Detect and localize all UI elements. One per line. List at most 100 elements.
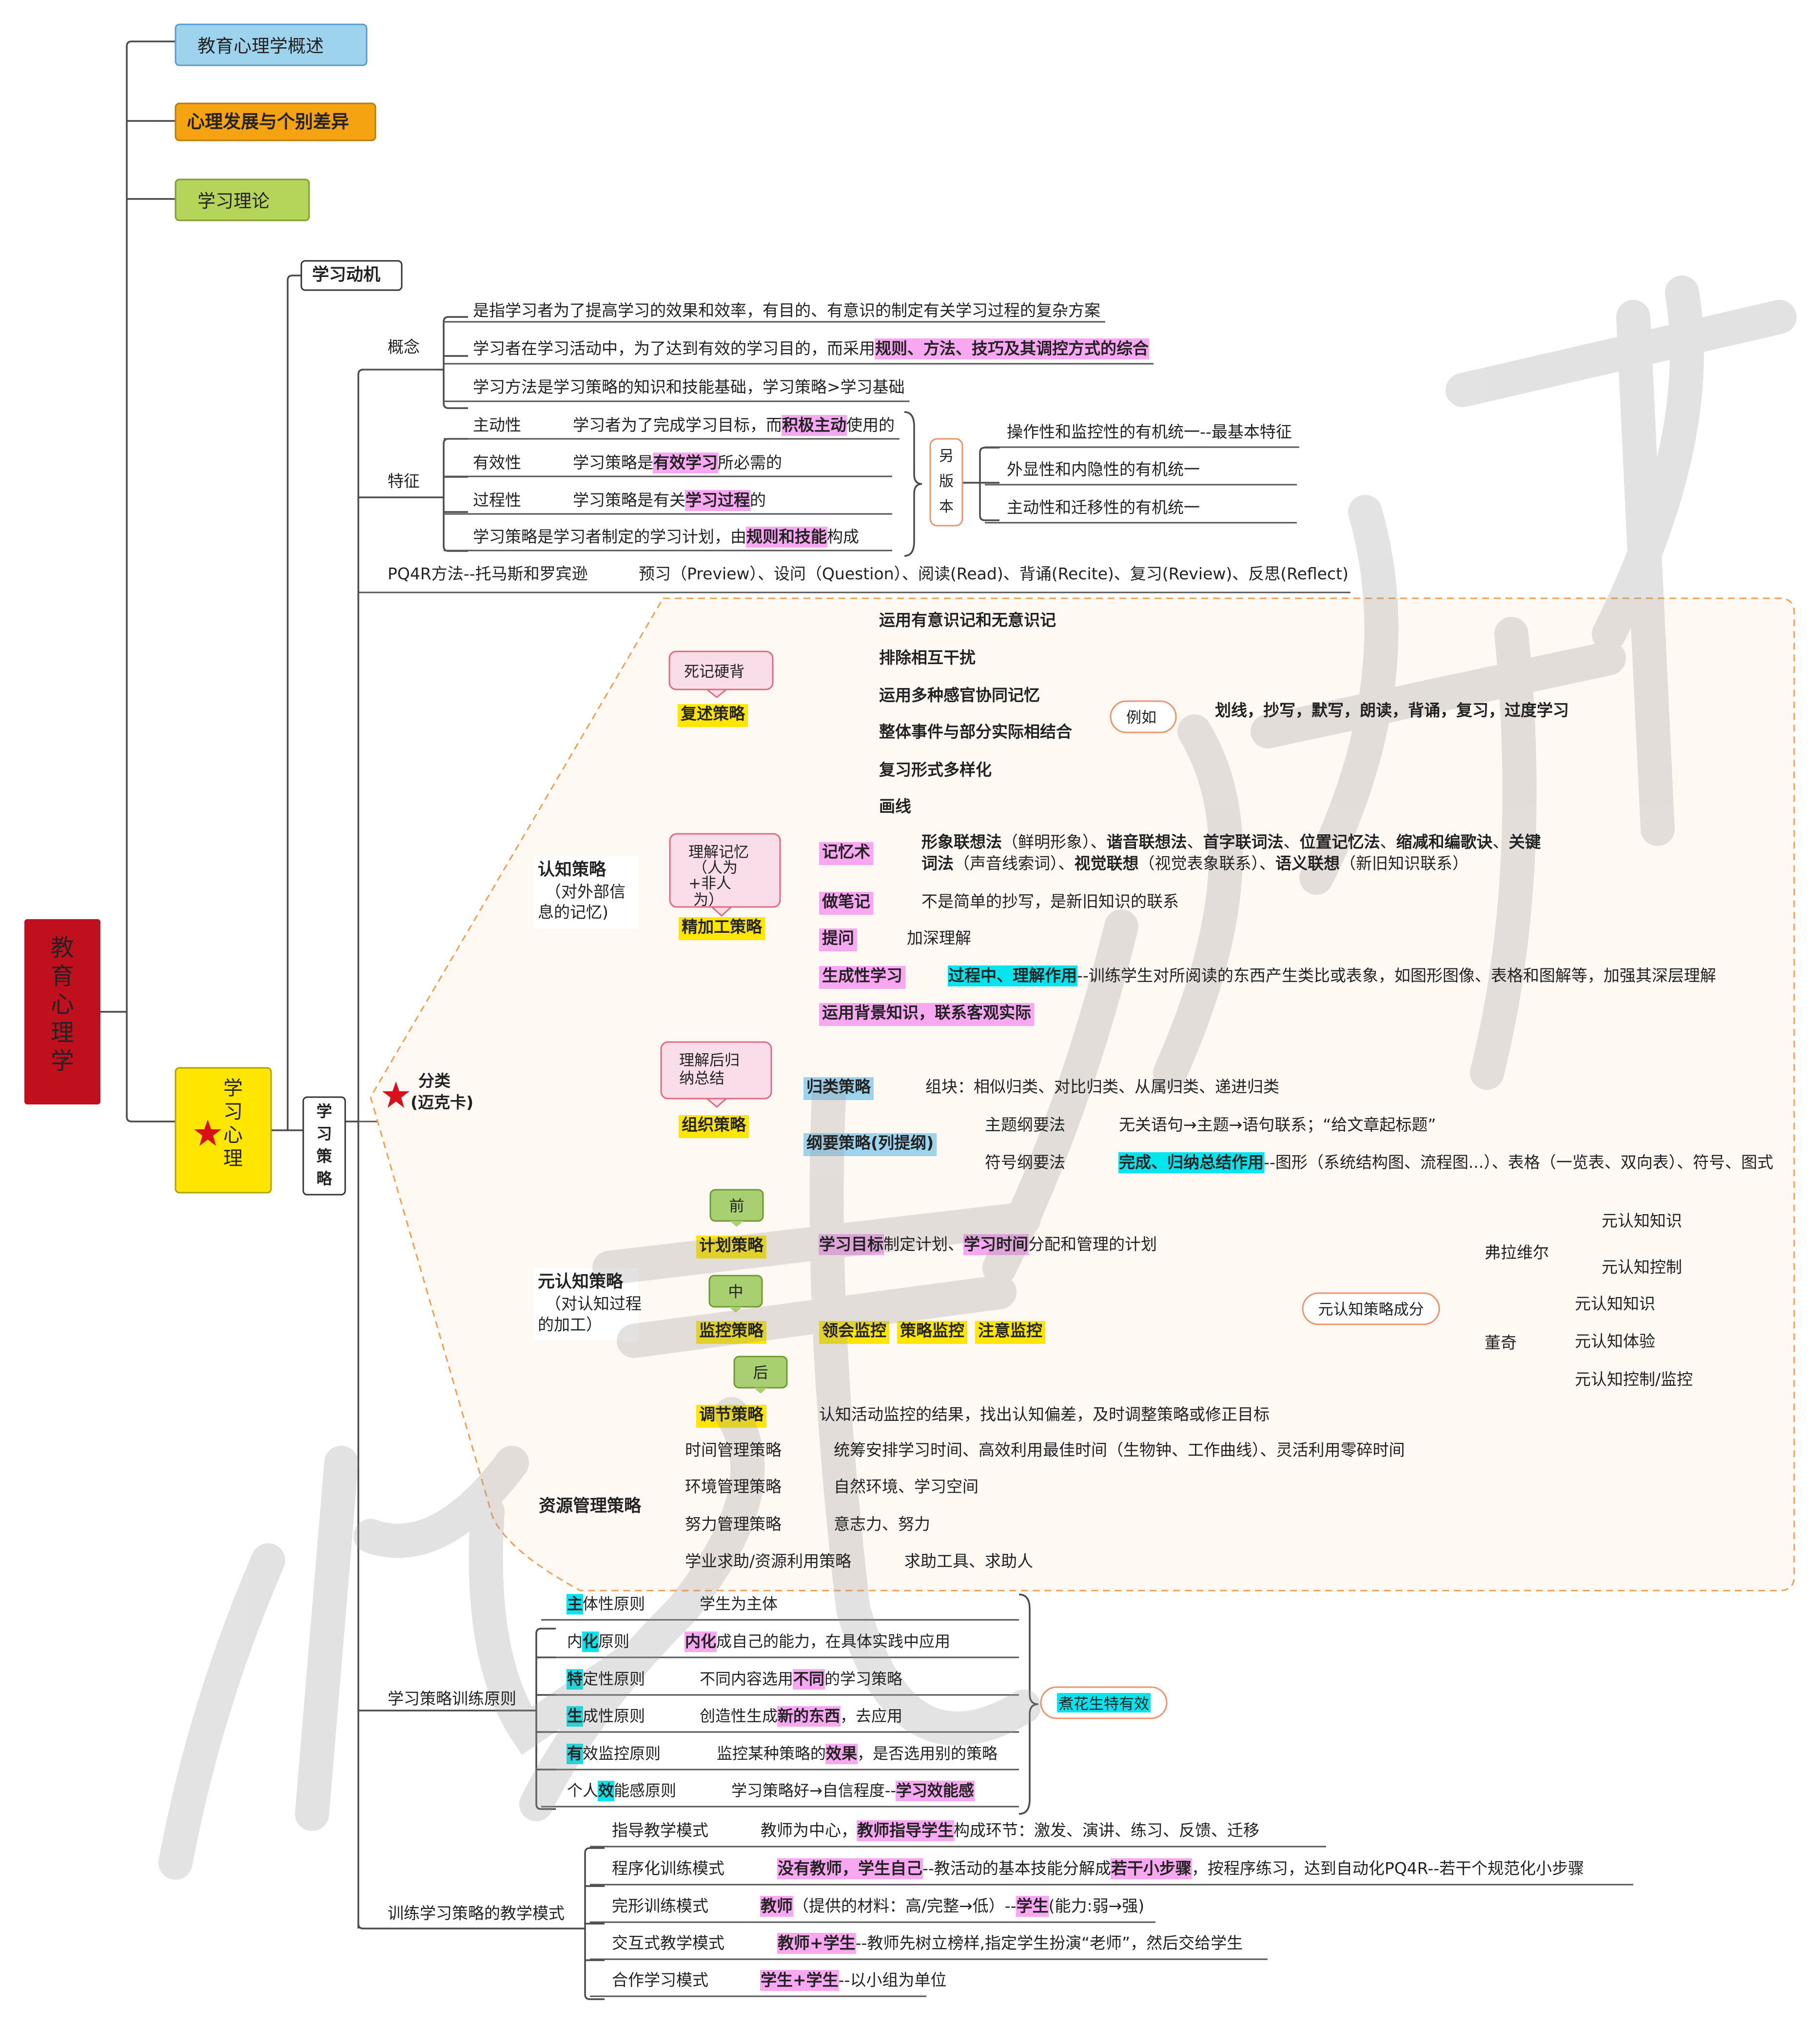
connector (575, 1847, 605, 1929)
connector (436, 316, 468, 371)
learning-strategy-box (302, 1096, 346, 1196)
text-segment: 加深理解 (907, 928, 971, 947)
label-box-text: 生成性学习 (822, 966, 902, 985)
text-segment: 过程中、理解作用 (948, 966, 1077, 985)
label-box-text: 调节策略 (699, 1405, 764, 1424)
planning-strategy-label (696, 1236, 766, 1259)
alt-version-char: 另 (939, 448, 954, 465)
elaboration-key (819, 842, 873, 865)
text-segment: 不是简单的抄写，是新旧知识的联系 (921, 892, 1179, 911)
alt-feature-text: 操作性和监控性的有机统一--最基本特征 (1007, 422, 1292, 441)
text-segment: 学习方法是学习策略的知识和技能基础，学习策略>学习基础 (473, 377, 905, 396)
highlight (598, 1781, 615, 1801)
text-segment: 主 (567, 1594, 583, 1613)
highlight (685, 1632, 717, 1652)
highlight (582, 1632, 599, 1652)
teaching-mode-name: 交互式教学模式 (612, 1933, 724, 1952)
alt-feature-text: 主动性和迁移性的有机统一 (1007, 498, 1200, 517)
text-segment: ，按程序练习，达到自动化 (1192, 1859, 1385, 1878)
text-segment: 构成环节：激发、演讲、练习、反馈、迁移 (954, 1821, 1259, 1840)
label-box-text: 注意监控 (978, 1321, 1042, 1340)
rote-tag-text: 死记硬背 (684, 663, 744, 681)
dongqi-item: 元认知控制/监控 (1575, 1370, 1693, 1389)
flavell-item: 元认知控制 (1602, 1258, 1682, 1277)
rehearsal-item: 排除相互干扰 (879, 648, 976, 667)
flavell-label: 弗拉维尔 (1485, 1243, 1549, 1262)
text-segment: 学习者在学习活动中，为了达到有效的学习目的，而采用 (473, 339, 875, 358)
text-segment: 、 (1284, 832, 1300, 851)
spine (357, 1122, 575, 1929)
text-segment: 构成 (827, 527, 859, 546)
star-icon (194, 1120, 221, 1146)
text-segment: 定性原则 (583, 1670, 645, 1688)
highlight (777, 1706, 841, 1727)
text-segment: 教师+学生 (778, 1933, 856, 1952)
stage-tag-text: 中 (728, 1283, 744, 1301)
connector (979, 483, 999, 521)
branch-overview-box (175, 23, 368, 66)
watermark-stroke (158, 1543, 285, 1880)
stage-tag-pointer (730, 1221, 744, 1227)
text-segment: 关键 (1509, 832, 1541, 851)
text-segment: --图形（系统结构图、流程图...）、表格（一览表、双向表）、符号、图式 (1264, 1153, 1773, 1172)
text-segment: 生 (567, 1707, 583, 1725)
root-char: 理 (51, 1019, 74, 1046)
highlight (567, 1594, 583, 1614)
text-segment: 效 (598, 1781, 614, 1800)
text-segment: 特 (567, 1670, 583, 1688)
text-segment: 规则和技能 (746, 527, 827, 546)
root-connector (100, 40, 176, 1013)
elaborate-tag-pointer (710, 906, 733, 917)
label-box-text: 领会监控 (822, 1321, 886, 1340)
text-segment: 视觉联想 (1075, 854, 1139, 873)
text-segment: 没有教师，学生自己 (778, 1859, 922, 1878)
feature-brace (904, 411, 922, 557)
connector (443, 370, 468, 409)
watermark-stroke (617, 1275, 1017, 1358)
root-char: 育 (51, 963, 74, 990)
watermark-stroke (519, 1397, 765, 1821)
connector (584, 1929, 605, 2000)
learning-strategy-char: 策 (316, 1147, 332, 1165)
connector (436, 438, 468, 498)
metacognitive-components-label: 元认知策略成分 (1318, 1301, 1424, 1319)
text-segment: ，是否选用别的策略 (857, 1744, 998, 1763)
label-box-text: 纲要策略(列提纲) (806, 1133, 934, 1152)
branch-development-box (175, 102, 376, 141)
watermark-stroke (295, 1446, 358, 1831)
learning-psychology-char: 习 (223, 1101, 243, 1123)
highlight (875, 338, 1149, 359)
dongqi-label: 董奇 (1485, 1333, 1517, 1352)
label-box-text: 组织策略 (682, 1115, 746, 1134)
learning-strategy-char: 略 (316, 1169, 333, 1188)
text-segment: 规则、方法、技巧及其调控方式的综合 (875, 339, 1149, 358)
root-connector (126, 1012, 176, 1122)
dongqi-item: 元认知知识 (1575, 1294, 1655, 1313)
learning-motivation-label: 学习动机 (312, 265, 380, 285)
text-segment: 学习者为了完成学习目标，而 (573, 415, 782, 434)
grouping-strategy-text: 组块：相似归类、对比归类、从属归类、递进归类 (925, 1077, 1279, 1096)
text-segment: 所必需的 (718, 453, 782, 472)
text-segment: 分配和管理的计划 (1028, 1235, 1157, 1254)
connector (443, 497, 468, 552)
text-segment: 不同 (793, 1670, 824, 1688)
resource-item-text: 求助工具、求助人 (904, 1552, 1033, 1571)
label-box-text: 记忆术 (822, 842, 870, 861)
text-segment: --教活动的基本技能分解成 (922, 1859, 1111, 1878)
watermark-stroke (1251, 641, 1626, 748)
label-box-text: 运用背景知识，联系客观实际 (822, 1003, 1031, 1022)
metacognitive-components-oval (1302, 1292, 1440, 1325)
text-segment: 缩减和编歌诀 (1396, 832, 1493, 851)
organization-strategy-label (679, 1115, 749, 1138)
classification-label: 分类 (418, 1071, 450, 1090)
rehearsal-item: 运用有意识记和无意识记 (879, 610, 1056, 630)
grouping-strategy-label (803, 1077, 874, 1100)
outline-method-name: 主题纲要法 (985, 1115, 1065, 1134)
text-segment: 积极主动 (782, 415, 846, 434)
highlight (963, 1234, 1029, 1255)
metacognitive-bg (533, 1268, 639, 1341)
text-segment: 的学习策略 (824, 1670, 902, 1688)
watermark (158, 276, 1797, 1880)
memo-text: 煮花生特有效 (1058, 1695, 1149, 1713)
outline-method-name: 符号纲要法 (985, 1153, 1065, 1172)
